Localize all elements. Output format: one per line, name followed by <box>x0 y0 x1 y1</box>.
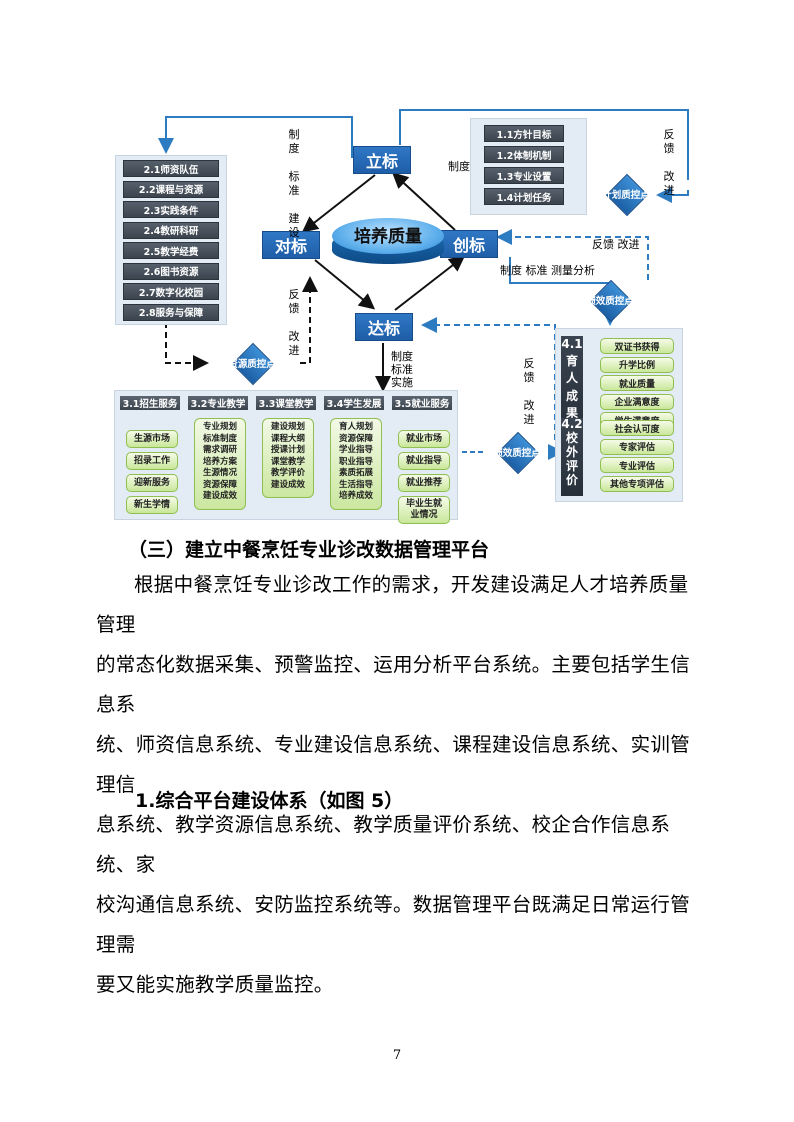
node-da: 达标 <box>355 313 413 341</box>
paragraph-line: 校沟通信息系统、安防监控系统等。数据管理平台既满足日常运行管理需 <box>96 893 691 956</box>
service-item: 生源市场 <box>126 430 178 448</box>
service-item: 建设规划 <box>270 422 305 432</box>
node-chuang: 创标 <box>440 230 498 258</box>
service-item: 就业推荐 <box>398 474 450 492</box>
service-item: 新生学情 <box>126 496 178 514</box>
outcome-item: 双证书获得 <box>600 338 674 354</box>
service-item: 迎新服务 <box>126 474 178 492</box>
outcome-item: 企业满意度 <box>600 393 674 410</box>
paragraph-line: 息系统、教学资源信息系统、教学质量评价系统、校企合作信息系统、家 <box>96 813 671 876</box>
outcome-item: 专业评估 <box>600 457 674 473</box>
plan-control-label: 计划质控点 <box>602 190 650 201</box>
service-item: 就业市场 <box>398 430 450 448</box>
service-item: 建设成效 <box>270 479 305 490</box>
service-item-group: 专业规划标准制度需求调研培养方案生源情况资源保障建设成效 <box>194 418 246 510</box>
outcome-item: 其他专项评估 <box>600 475 674 492</box>
section-heading: （三）建立中餐烹饪专业诊改数据管理平台 <box>128 539 490 561</box>
outcome-item: 专家评估 <box>600 438 674 455</box>
resource-item: 2.2课程与资源 <box>123 180 219 198</box>
service-item: 资源保障 <box>338 433 373 444</box>
service-item: 授课计划 <box>270 445 305 455</box>
resource-item: 2.7数字化校园 <box>123 283 219 300</box>
label-zhidu-biaozhun-jianshe: 制 度 标 准 建 设 <box>288 128 300 239</box>
service-item: 生活指导 <box>338 479 373 490</box>
body-paragraph: 根据中餐烹饪专业诊改工作的需求，开发建设满足人才培养质量管理的常态化数据采集、预… <box>96 565 696 1005</box>
paragraph-line: 要又能实施教学质量监控。 <box>96 973 334 996</box>
outcome-item: 升学比例 <box>600 356 674 373</box>
service-column-head: 3.1招生服务 <box>120 396 180 410</box>
service-item: 建设成效 <box>202 491 237 501</box>
service-item: 素质拓展 <box>338 468 373 478</box>
service-item: 毕业生就 业情况 <box>398 496 450 524</box>
service-item: 资源保障 <box>202 479 237 490</box>
service-item: 生源情况 <box>202 468 237 478</box>
plan-item: 1.3专业设置 <box>484 167 564 184</box>
plan-item: 1.4计划任务 <box>484 188 564 205</box>
service-item: 就业指导 <box>398 452 450 470</box>
outcome-group-label: 4.2 校 外 评 价 <box>561 417 583 496</box>
perf-control-label-right: 绩效质控点 <box>586 296 634 307</box>
label-zhidu: 制度 <box>448 160 470 173</box>
service-item: 育人规划 <box>338 422 373 432</box>
plan-item: 1.2体制机制 <box>484 146 564 163</box>
paragraph-line: 根据中餐烹饪专业诊改工作的需求，开发建设满足人才培养质量管理 <box>96 573 689 636</box>
center-cylinder: 培养质量 <box>332 216 444 272</box>
plan-item: 1.1方针目标 <box>484 125 564 142</box>
page-number: 7 <box>392 1048 402 1063</box>
resource-item: 2.1师资队伍 <box>123 160 219 177</box>
service-column-head: 3.5就业服务 <box>392 396 452 410</box>
service-item: 专业规划 <box>202 422 237 432</box>
label-fankui-gaijin-right-mid: 反 馈 改 进 <box>523 357 535 426</box>
label-fankui-gaijin-top-right: 反 馈 改 进 <box>663 128 675 197</box>
service-column-head: 3.4学生发展 <box>324 396 384 410</box>
resource-item: 2.5教学经费 <box>123 242 219 259</box>
service-item: 需求调研 <box>202 445 237 455</box>
node-li: 立标 <box>353 146 411 174</box>
service-column-head: 3.3课堂教学 <box>256 396 316 410</box>
quality-diagram: 2.1师资队伍 2.2课程与资源 2.3实践条件 2.4教研科研 2.5教学经费 2.6图… <box>100 100 700 525</box>
service-item: 学业指导 <box>338 445 373 455</box>
service-item: 课程大纲 <box>270 433 305 444</box>
paragraph-line: 的常态化数据采集、预警监控、运用分析平台系统。主要包括学生信息系 <box>96 653 691 716</box>
service-item: 课堂教学 <box>270 456 305 467</box>
label-zhidu-biaozhun-celiang: 制度 标准 测量分析 <box>500 264 595 277</box>
subheading: 1.综合平台建设体系（如图 5） <box>135 790 404 812</box>
resource-item: 2.3实践条件 <box>123 201 219 218</box>
resource-item: 2.6图书资源 <box>123 262 219 280</box>
perf-control-label-bottom: 绩效质控点 <box>493 448 541 459</box>
outcome-group-label: 4.1 育 人 成 果 <box>561 336 583 433</box>
node-dui: 对标 <box>262 231 320 259</box>
service-item: 培养方案 <box>202 456 237 467</box>
resource-item: 2.4教研科研 <box>123 221 219 239</box>
resource-control-label: 资源质控点 <box>228 359 276 370</box>
service-item: 教学评价 <box>270 468 305 478</box>
service-column-head: 3.2专业教学 <box>188 396 248 410</box>
label-da-zhidu: 制度 标准 实施 <box>391 350 413 389</box>
service-item: 标准制度 <box>202 433 237 444</box>
service-item: 招录工作 <box>126 452 178 470</box>
resource-item: 2.8服务与保障 <box>123 303 219 321</box>
service-item: 职业指导 <box>338 456 373 467</box>
service-item-group: 育人规划资源保障学业指导职业指导素质拓展生活指导培养成效 <box>330 418 382 510</box>
paragraph-line: 统、师资信息系统、专业建设信息系统、课程建设信息系统、实训管理信 <box>96 733 691 796</box>
label-fankui-gaijin-left: 反 馈 改 进 <box>288 288 300 357</box>
outcome-item: 社会认可度 <box>600 420 674 436</box>
service-item: 培养成效 <box>338 491 373 501</box>
outcome-item: 就业质量 <box>600 375 674 391</box>
center-label: 培养质量 <box>354 227 422 247</box>
service-item-group: 建设规划课程大纲授课计划课堂教学教学评价建设成效 <box>262 418 314 498</box>
label-fankui-gaijin: 反馈 改进 <box>592 238 640 251</box>
